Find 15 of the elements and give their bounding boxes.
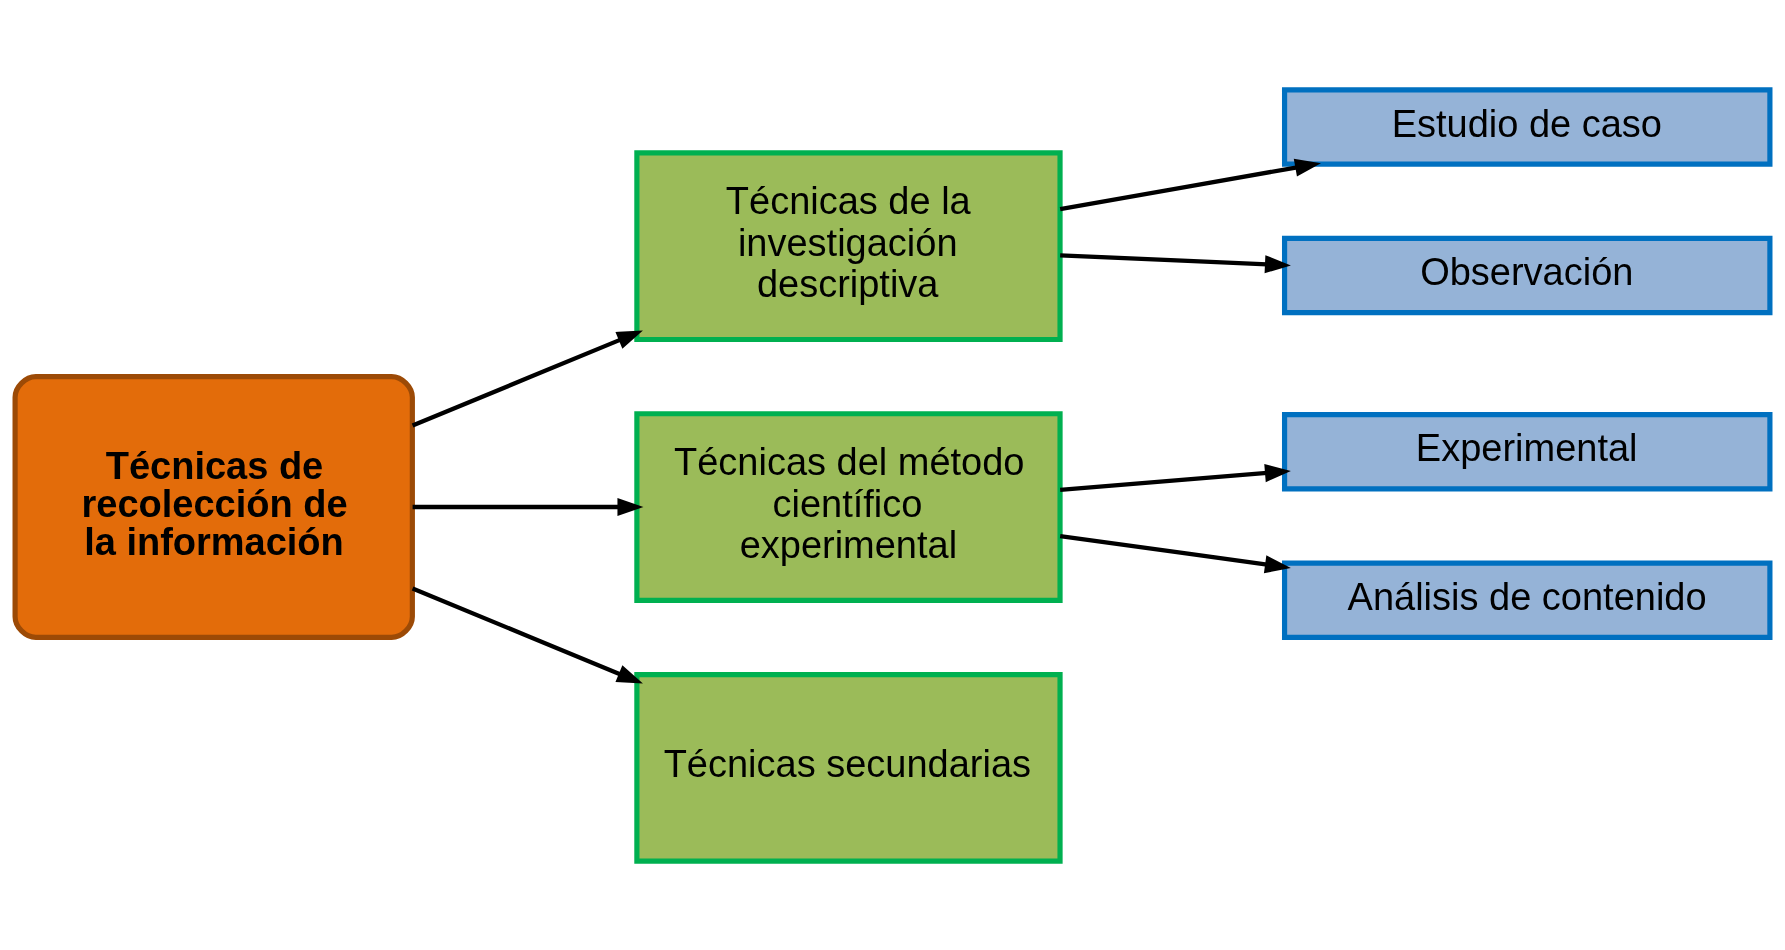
node-box: Estudio de caso: [1282, 86, 1773, 167]
arrow: [411, 585, 643, 684]
node-box: Observación: [1282, 235, 1773, 315]
arrow: [1060, 252, 1291, 273]
node-box: Análisis de contenido: [1282, 560, 1773, 640]
node-box: Experimental: [1282, 411, 1773, 491]
node-box: Técnicas secundarias: [634, 671, 1063, 864]
arrow: [1059, 533, 1291, 573]
arrow: [411, 329, 643, 428]
node-box: Técnicas del método científico experimental: [634, 410, 1063, 603]
arrow: [412, 497, 644, 516]
arrow: [1059, 158, 1321, 211]
arrow: [1059, 463, 1291, 492]
node-box: Técnicas de recolección de la información: [12, 373, 415, 640]
node-box: Técnicas de la investigación descriptiva: [634, 149, 1063, 342]
